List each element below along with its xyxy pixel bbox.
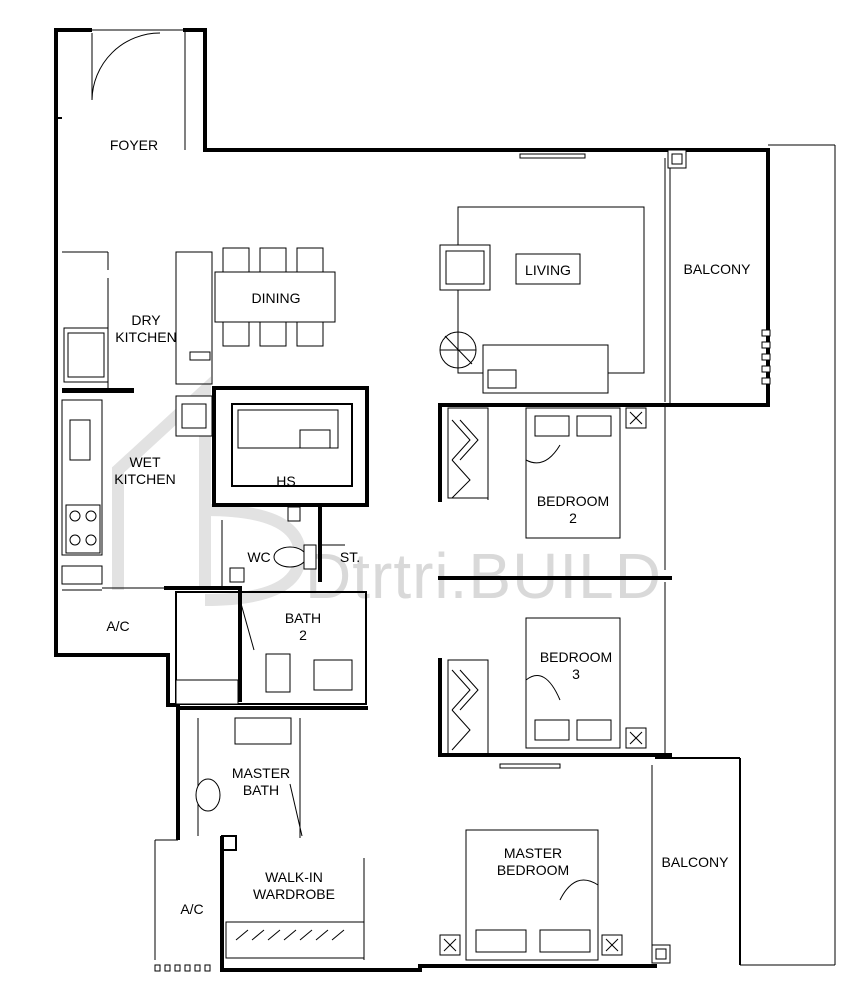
living-furniture [439, 206, 645, 394]
label-bedroom-2-1: BEDROOM [537, 493, 609, 509]
label-dry-kitchen-1: DRY [131, 312, 161, 328]
label-wc: WC [247, 549, 270, 565]
label-store: ST. [340, 549, 360, 565]
master-bath [176, 706, 368, 851]
label-wet-kitchen-1: WET [129, 454, 161, 470]
room-labels: FOYER DRY KITCHEN DINING LIVING BALCONY … [106, 137, 751, 917]
label-bath-2-1: BATH [285, 610, 321, 626]
label-walk-in-wardrobe-2: WARDROBE [253, 886, 335, 902]
label-master-bedroom-2: BEDROOM [497, 862, 569, 878]
master-bedroom [439, 829, 671, 964]
label-wet-kitchen-2: KITCHEN [114, 471, 175, 487]
ac-bottom-outline [154, 839, 211, 972]
label-master-bath-2: BATH [243, 782, 279, 798]
label-dry-kitchen-2: KITCHEN [115, 329, 176, 345]
balcony-bottom-outline [651, 757, 741, 965]
label-balcony-bottom: BALCONY [662, 854, 730, 870]
label-bedroom-3-1: BEDROOM [540, 649, 612, 665]
bath-2 [175, 590, 367, 705]
label-foyer: FOYER [110, 137, 158, 153]
entry-door [91, 32, 161, 101]
outer-walls [54, 28, 770, 972]
wc-store [221, 505, 345, 586]
bedroom-3 [438, 582, 672, 769]
ac-left-outline [62, 586, 242, 591]
wet-kitchen-fixtures [61, 399, 103, 585]
window-top [519, 153, 586, 159]
label-walk-in-wardrobe-1: WALK-IN [265, 869, 323, 885]
label-master-bedroom-1: MASTER [504, 845, 562, 861]
label-bath-2-2: 2 [299, 627, 307, 643]
dry-kitchen-fixtures [62, 251, 134, 393]
walk-in-wardrobe-fixtures [225, 858, 365, 960]
label-hs: HS [276, 473, 295, 489]
label-living: LIVING [525, 262, 571, 278]
label-balcony-top: BALCONY [684, 261, 752, 277]
label-master-bath-1: MASTER [232, 765, 290, 781]
balcony-top-outline [664, 144, 836, 966]
label-bedroom-2-2: 2 [569, 510, 577, 526]
label-bedroom-3-2: 3 [572, 666, 580, 682]
dining-furniture [175, 247, 336, 385]
label-ac-bottom: A/C [180, 901, 203, 917]
bedroom-2 [438, 403, 770, 580]
label-ac-left: A/C [106, 618, 129, 634]
label-dining: DINING [252, 290, 301, 306]
household-shelter [175, 386, 369, 522]
